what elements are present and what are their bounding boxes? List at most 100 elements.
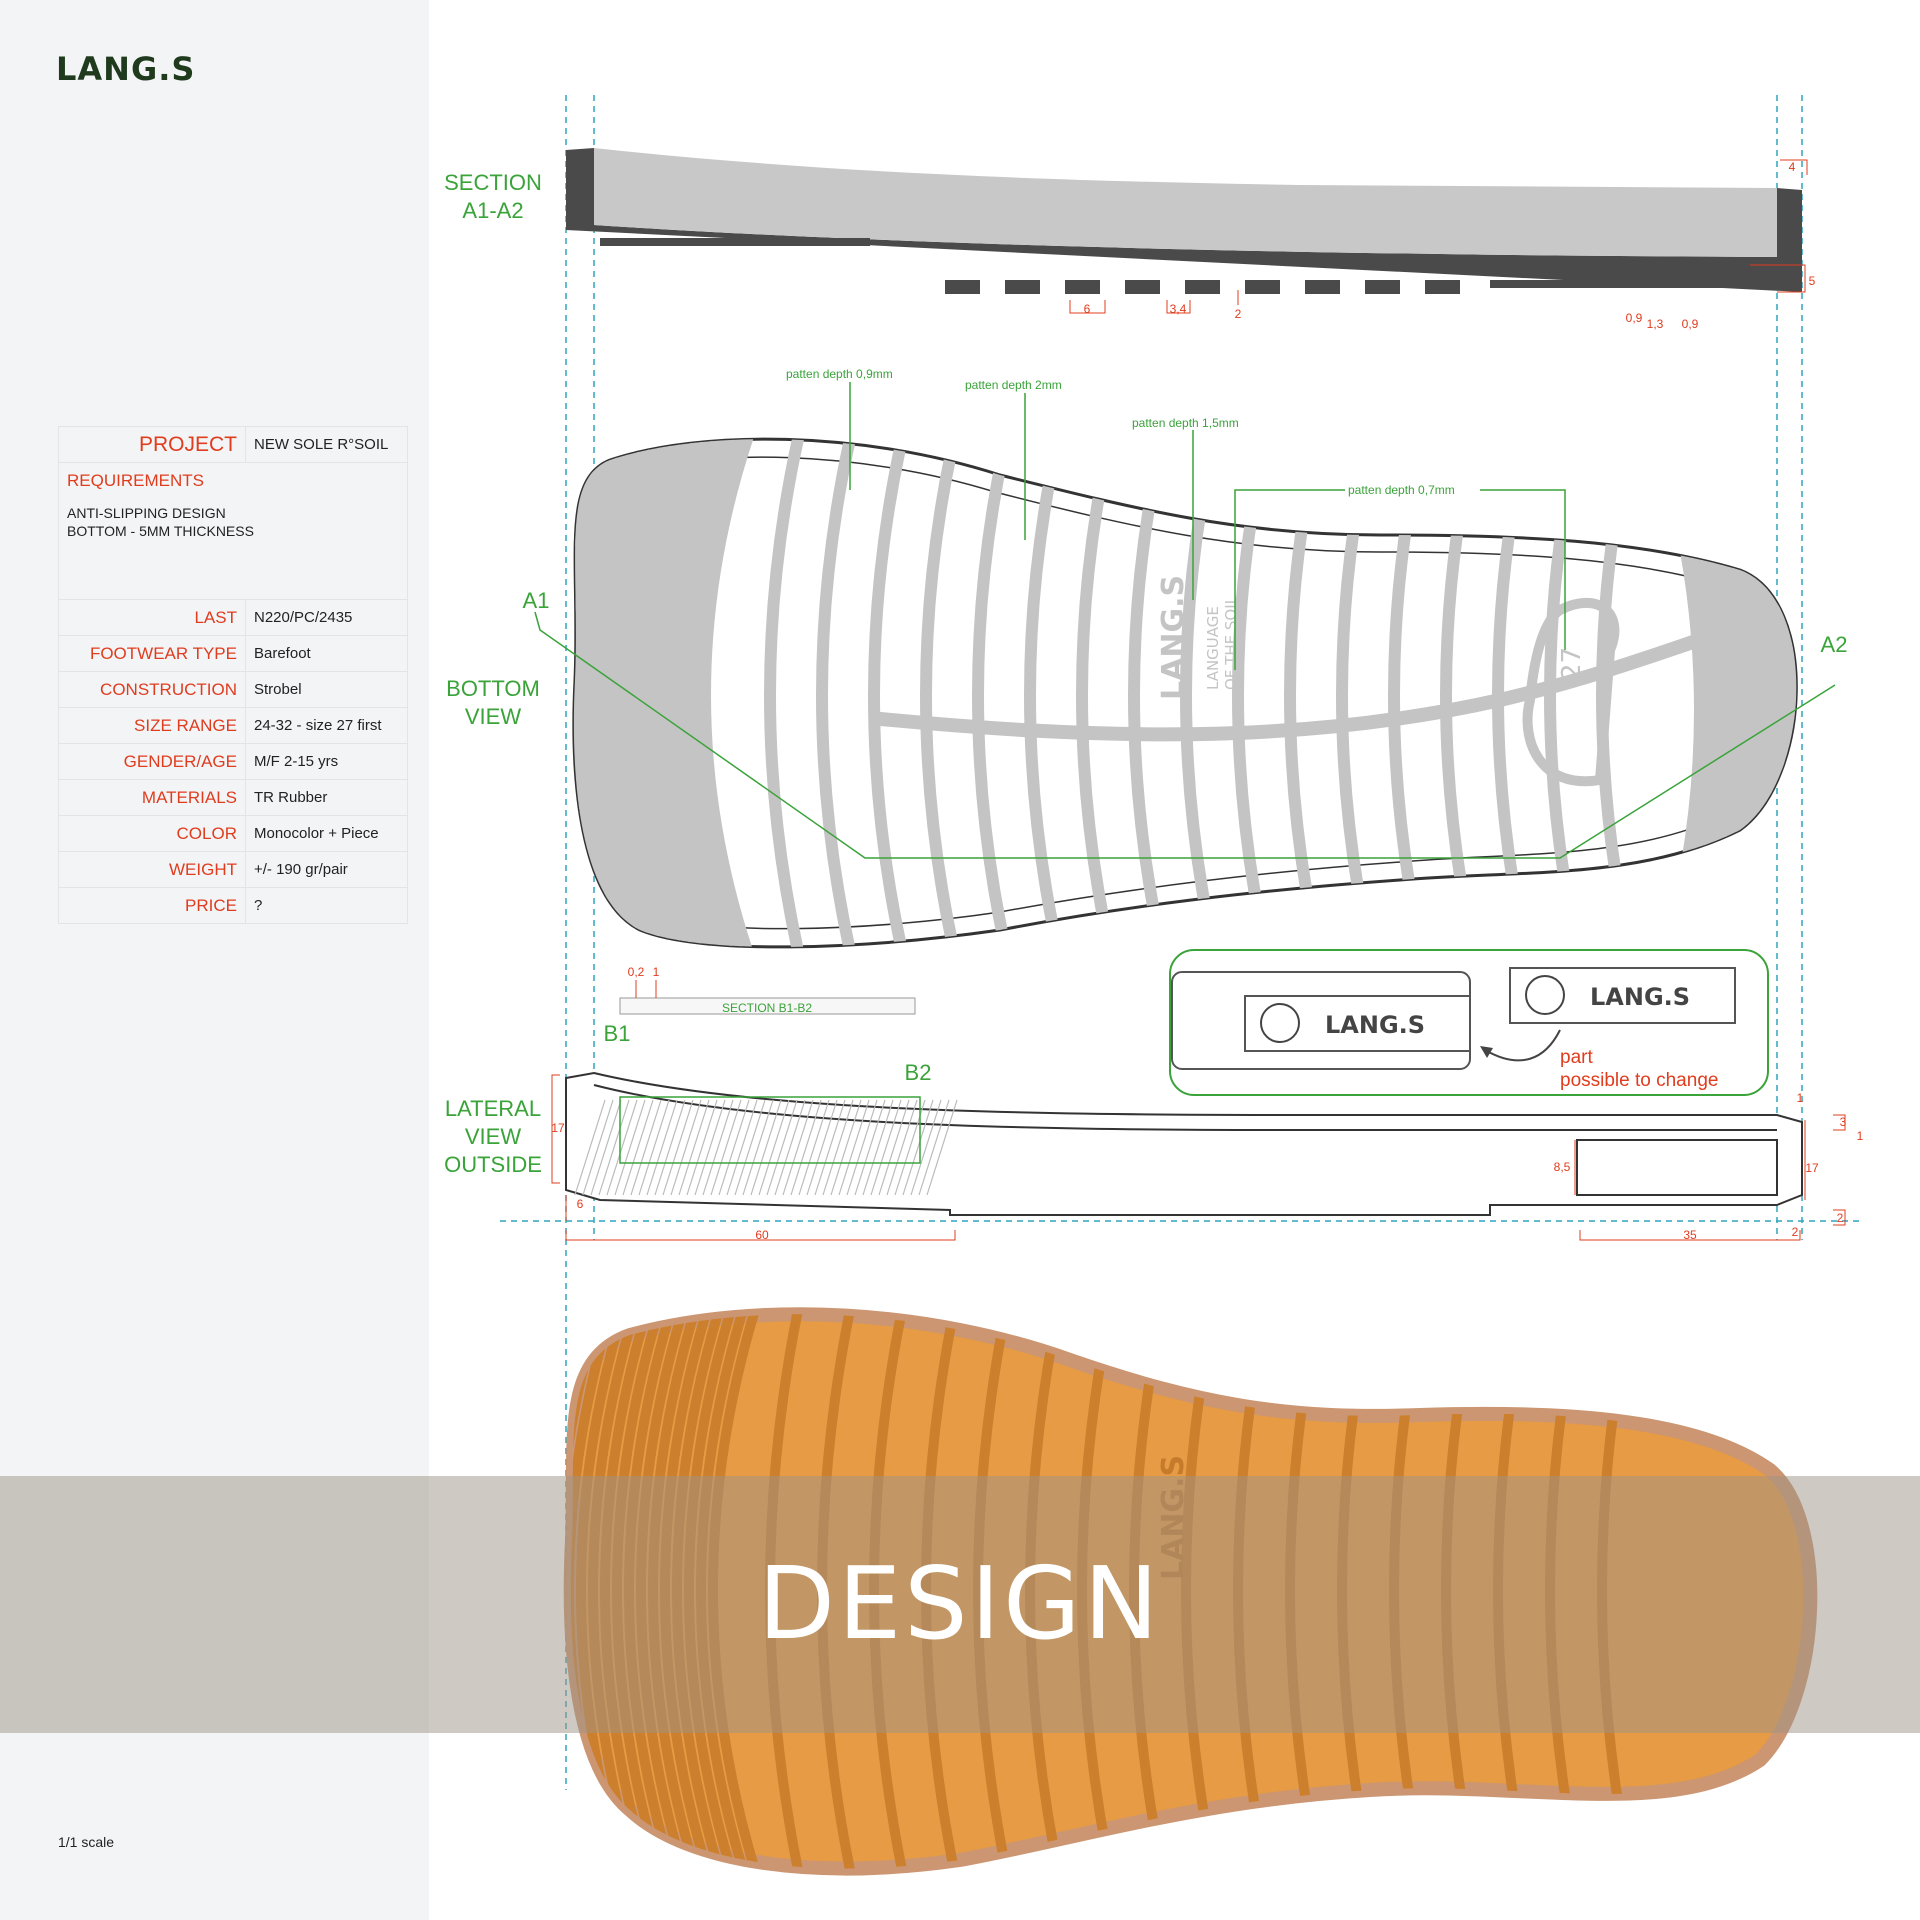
dimension-label: 1,3	[1647, 317, 1664, 331]
insert-logo-text: LANG.S	[1325, 1011, 1425, 1039]
tread-groove	[579, 439, 636, 947]
dimension-label: 0,9	[1626, 311, 1643, 325]
spec-label: PRICE	[58, 887, 246, 924]
view-label: SECTION	[444, 170, 542, 195]
tread-groove	[1024, 439, 1066, 947]
dimension-label: 0,9	[1682, 317, 1699, 331]
pattern-depth-label: patten depth 2mm	[965, 378, 1062, 392]
tread-groove	[669, 439, 726, 947]
dimension-label: 17	[551, 1121, 565, 1135]
view-label: BOTTOM	[446, 676, 540, 701]
hatch-line	[814, 1099, 846, 1196]
fingerprint-icon	[1525, 975, 1565, 1015]
section-b-title: SECTION B1-B2	[722, 1001, 812, 1015]
tread-groove	[1076, 439, 1118, 947]
spec-row: PRICE?	[58, 887, 408, 924]
design-band	[0, 1476, 1920, 1733]
spec-value: NEW SOLE R°SOIL	[245, 426, 408, 463]
hatch-line	[694, 1099, 726, 1196]
hatch-line	[654, 1099, 686, 1196]
spec-value: M/F 2-15 yrs	[245, 743, 408, 780]
tread-groove	[1674, 518, 1706, 902]
dimension-label: 2	[1837, 1211, 1844, 1225]
hatch-line	[606, 1099, 638, 1196]
dimension-label: 1	[653, 965, 660, 979]
marker-b2: B2	[905, 1060, 932, 1085]
hatch-line	[766, 1099, 798, 1196]
lateral-hatch	[574, 1099, 958, 1196]
dimension-label: 6	[577, 1197, 584, 1211]
marker-a1: A1	[523, 588, 550, 613]
hatch-line	[782, 1099, 814, 1196]
spec-value: Strobel	[245, 671, 408, 708]
view-label: OUTSIDE	[444, 1152, 542, 1177]
hatch-line	[902, 1099, 934, 1196]
section-line-a1-a2	[534, 611, 1836, 859]
hatch-line	[710, 1099, 742, 1196]
tread-groove	[589, 439, 646, 947]
hatch-line	[886, 1099, 918, 1196]
requirements-line: ANTI-SLIPPING DESIGN	[67, 505, 226, 521]
spec-label: GENDER/AGE	[58, 743, 246, 780]
hatch-line	[798, 1099, 830, 1196]
dimension-label: 1	[1857, 1129, 1864, 1143]
spec-label: SIZE RANGE	[58, 707, 246, 744]
section-tread	[600, 238, 1760, 294]
sole-logo: LANG.S LANGUAGE OF THE SOIL 27	[1156, 575, 1587, 700]
hatch-line	[862, 1099, 894, 1196]
sole-logo-line2: OF THE SOIL	[1222, 595, 1240, 690]
scale-note: 1/1 scale	[58, 1834, 115, 1850]
insert-note: possible to change	[1560, 1070, 1718, 1091]
hatch-line	[734, 1099, 766, 1196]
hatch-line	[742, 1099, 774, 1196]
tread-groove	[659, 439, 716, 947]
marker-b1: B1	[604, 1021, 631, 1046]
tread-groove	[764, 439, 806, 947]
spec-value: +/- 190 gr/pair	[245, 851, 408, 888]
tread-groove	[599, 439, 656, 947]
dimension-label: 0,2	[628, 965, 645, 979]
view-labels: SECTION A1-A2 BOTTOM VIEW LATERAL VIEW O…	[444, 170, 1847, 1177]
tread-groove	[868, 439, 910, 947]
insert-logo-text: LANG.S	[1590, 983, 1690, 1011]
hatch-line	[790, 1099, 822, 1196]
hatch-line	[838, 1099, 870, 1196]
tread-groove	[1336, 439, 1378, 947]
hatch-line	[630, 1099, 662, 1196]
view-label: LATERAL	[445, 1096, 541, 1121]
tread-groove	[1284, 439, 1326, 947]
spec-label: CONSTRUCTION	[58, 671, 246, 708]
spec-label: COLOR	[58, 815, 246, 852]
spec-row: WEIGHT+/- 190 gr/pair	[58, 851, 408, 888]
hatch-line	[678, 1099, 710, 1196]
brand-logo: LANG.S	[56, 50, 196, 88]
arrow-head-icon	[1480, 1046, 1493, 1058]
heel-logo-shape	[1522, 597, 1620, 787]
spec-row-requirements: REQUIREMENTS	[58, 462, 408, 498]
dimension-label: 4	[1789, 160, 1796, 174]
dimension-label: 6	[1084, 302, 1091, 316]
tread-groove	[619, 439, 676, 947]
dimension-label: 8,5	[1554, 1160, 1571, 1174]
dimension-label: 1	[1797, 1091, 1804, 1105]
hatch-line	[830, 1099, 862, 1196]
dimension-label: 5	[1809, 274, 1816, 288]
sole-tread-pattern	[573, 439, 1797, 947]
view-label: VIEW	[465, 1124, 521, 1149]
dimension-annotations: 6 3,4 2 0,9 1,3 0,9 4 5 17 6 60 8,5 17 3…	[551, 160, 1863, 1242]
section-b1-b2: SECTION B1-B2 0,2 1	[619, 965, 916, 1015]
hatch-line	[806, 1099, 838, 1196]
marker-a2: A2	[1821, 632, 1848, 657]
spec-table: PROJECT NEW SOLE R°SOIL REQUIREMENTS ANT…	[58, 426, 408, 924]
tread-groove	[629, 439, 686, 947]
center-spine	[869, 603, 1792, 742]
sole-logo-text: LANG.S	[1156, 575, 1191, 700]
hatch-line	[758, 1099, 790, 1196]
tread-groove	[1232, 439, 1274, 947]
hatch-line	[750, 1099, 782, 1196]
